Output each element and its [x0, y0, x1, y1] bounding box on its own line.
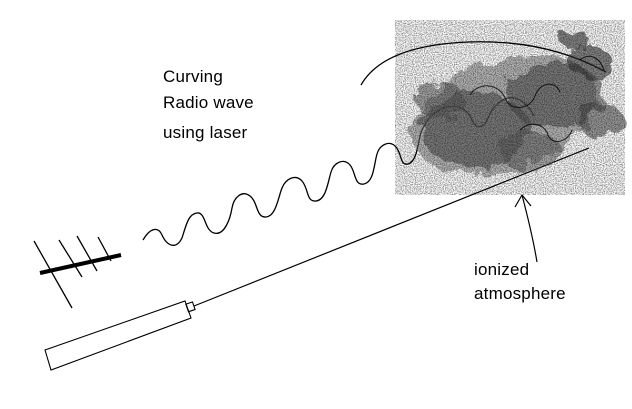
ionized-label-line-2: atmosphere: [474, 284, 566, 303]
laser-nozzle: [185, 301, 196, 313]
antenna: [33, 235, 122, 309]
antenna-boom: [39, 253, 122, 275]
laser-device: [44, 300, 196, 371]
ionized-cloud: [395, 20, 625, 195]
ionized-label-line-1: ionized: [474, 260, 530, 279]
laser-body: [44, 300, 192, 371]
caption-line-1: Curving: [163, 67, 223, 86]
antenna-element-2: [58, 239, 83, 278]
ionized-arrow: [514, 194, 538, 263]
antenna-element-3: [76, 235, 98, 272]
caption-line-3: using laser: [163, 123, 248, 142]
antenna-element-1: [33, 240, 73, 309]
antenna-element-4: [97, 236, 112, 262]
caption-line-2: Radio wave: [163, 93, 254, 112]
